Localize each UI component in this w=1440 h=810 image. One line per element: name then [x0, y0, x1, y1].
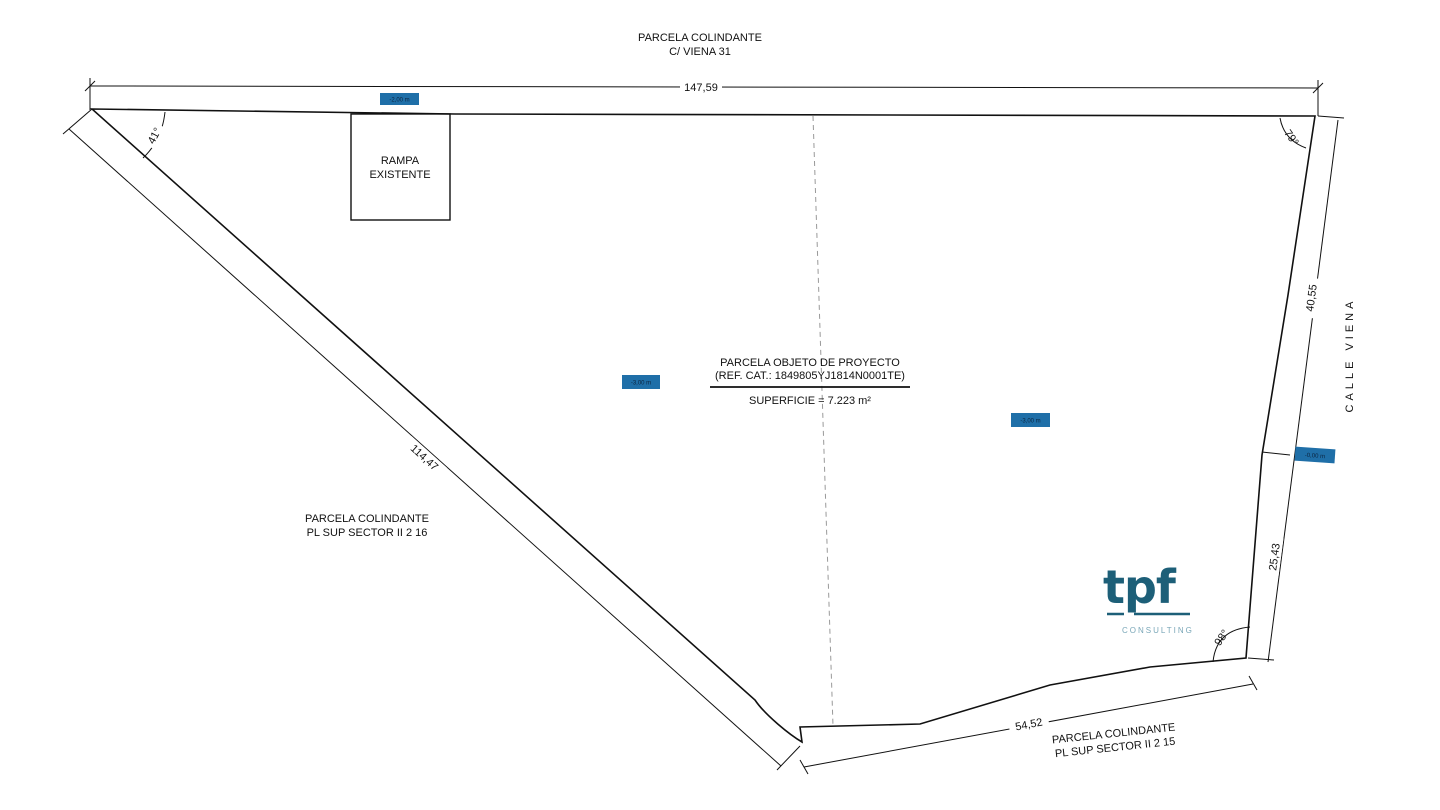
angle-top-left-mask [143, 122, 166, 150]
ramp-label-1: RAMPA [381, 155, 420, 167]
elevation-tag-right [1294, 446, 1336, 464]
elevation-right-text: -0,00 m [1305, 453, 1326, 460]
elevation-tag-center-right [1011, 413, 1050, 427]
top-neighbor-label-2: C/ VIENA 31 [669, 46, 731, 58]
parcel-outline [89, 108, 1316, 744]
top-dimension-mask [680, 80, 722, 93]
right-dimension [1247, 115, 1345, 663]
angle-arc-bottom-right [1212, 626, 1251, 663]
logo-brand-text: tpf [1103, 560, 1177, 614]
ramp-box [350, 113, 451, 221]
diagonal-dimension [62, 108, 801, 771]
elevation-center-left-text: -3,00 m [631, 381, 651, 387]
angle-arc-top-right [1279, 117, 1307, 149]
center-dashed-line [812, 115, 834, 727]
right-upper-dimension-label: 40,55 [1304, 284, 1319, 313]
tpf-logo: tpf CONSULTING [1103, 560, 1194, 635]
left-neighbor-label-1: PARCELA COLINDANTE [305, 513, 429, 525]
elevation-tag-top [380, 93, 419, 105]
top-neighbor-label-1: PARCELA COLINDANTE [638, 32, 762, 44]
bottom-dimension-label: 54,52 [1014, 717, 1043, 734]
left-neighbor-label-2: PL SUP SECTOR II 2 16 [307, 527, 428, 539]
right-lower-dimension-label: 25,43 [1267, 543, 1282, 572]
diagonal-dimension-mask [402, 436, 448, 479]
elevation-center-right-text: -3,00 m [1020, 419, 1040, 425]
angle-bottom-right-label: 98° [1212, 628, 1231, 649]
right-upper-dimension-mask [1301, 277, 1321, 319]
right-lower-dimension-mask [1264, 536, 1284, 578]
street-label: CALLE VIENA [1344, 298, 1356, 413]
project-ref: (REF. CAT.: 1849805YJ1814N0001TE) [715, 370, 905, 382]
surface-label: SUPERFICIE = 7.223 m² [749, 395, 871, 407]
ramp-label-2: EXISTENTE [369, 169, 430, 181]
project-title: PARCELA OBJETO DE PROYECTO [720, 357, 900, 369]
bottom-dimension-mask [1007, 713, 1050, 735]
logo-sub-text: CONSULTING [1122, 626, 1194, 635]
elevation-tag-center-left [622, 375, 660, 389]
elevation-top-text: -2,00 m [389, 98, 409, 104]
top-dimension-label: 147,59 [684, 82, 718, 94]
